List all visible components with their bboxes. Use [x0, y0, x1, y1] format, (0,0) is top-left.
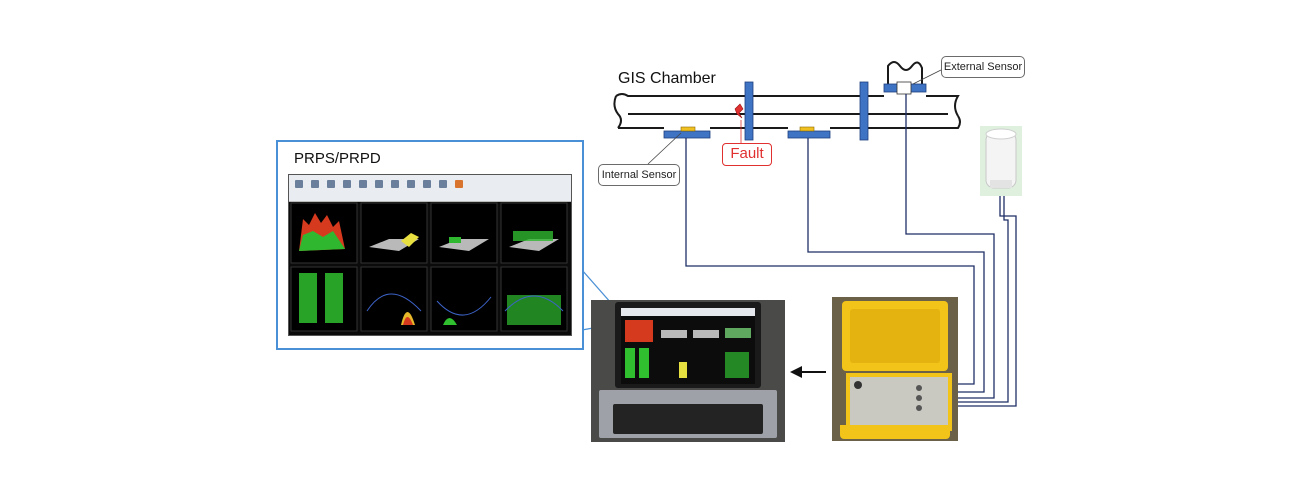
software-toolbar — [289, 175, 571, 202]
cable-internal-1 — [685, 138, 975, 385]
plot-col-3 — [430, 202, 498, 332]
external-sensor-leader — [912, 69, 942, 85]
plot-col-4 — [500, 202, 568, 332]
cable-external — [905, 94, 995, 399]
daq-panel — [846, 373, 952, 431]
internal-sensor-chip-1 — [680, 126, 696, 132]
flange-1 — [744, 81, 754, 141]
internal-sensor-plate-1 — [663, 130, 711, 139]
chamber-bottom-line — [618, 115, 961, 129]
prps-software-screen — [288, 174, 572, 336]
prps-prpd-plots — [290, 202, 568, 332]
prps-prpd-panel: PRPS/PRPD — [276, 140, 584, 350]
daq-case-photo — [832, 297, 958, 441]
internal-sensor-leader — [647, 132, 682, 165]
external-antenna-device — [980, 126, 1022, 196]
arrow-left-icon — [790, 366, 826, 378]
internal-sensor-chip-2 — [799, 126, 815, 132]
laptop-photo — [591, 300, 785, 442]
fault-spark-icon — [734, 103, 744, 119]
daq-case-base — [840, 425, 950, 439]
plot-col-1 — [290, 202, 358, 332]
external-sensor-body — [896, 81, 912, 95]
cable-antenna — [958, 196, 1017, 407]
plot-col-2 — [360, 202, 428, 332]
gis-chamber-label: GIS Chamber — [618, 70, 716, 87]
fault-callout: Fault — [722, 143, 772, 166]
external-sensor-loop — [887, 61, 923, 86]
prps-prpd-title: PRPS/PRPD — [294, 150, 381, 167]
internal-sensor-callout: Internal Sensor — [598, 164, 680, 186]
cable-internal-2 — [807, 138, 985, 393]
laptop-screen — [621, 308, 755, 384]
cable-antenna-2 — [958, 196, 1009, 403]
laptop-keyboard — [613, 404, 763, 434]
chamber-left-end — [613, 95, 622, 129]
flange-2 — [859, 81, 869, 141]
external-sensor-callout: External Sensor — [941, 56, 1025, 78]
chamber-top-line — [615, 93, 960, 117]
internal-sensor-plate-2 — [787, 130, 831, 139]
